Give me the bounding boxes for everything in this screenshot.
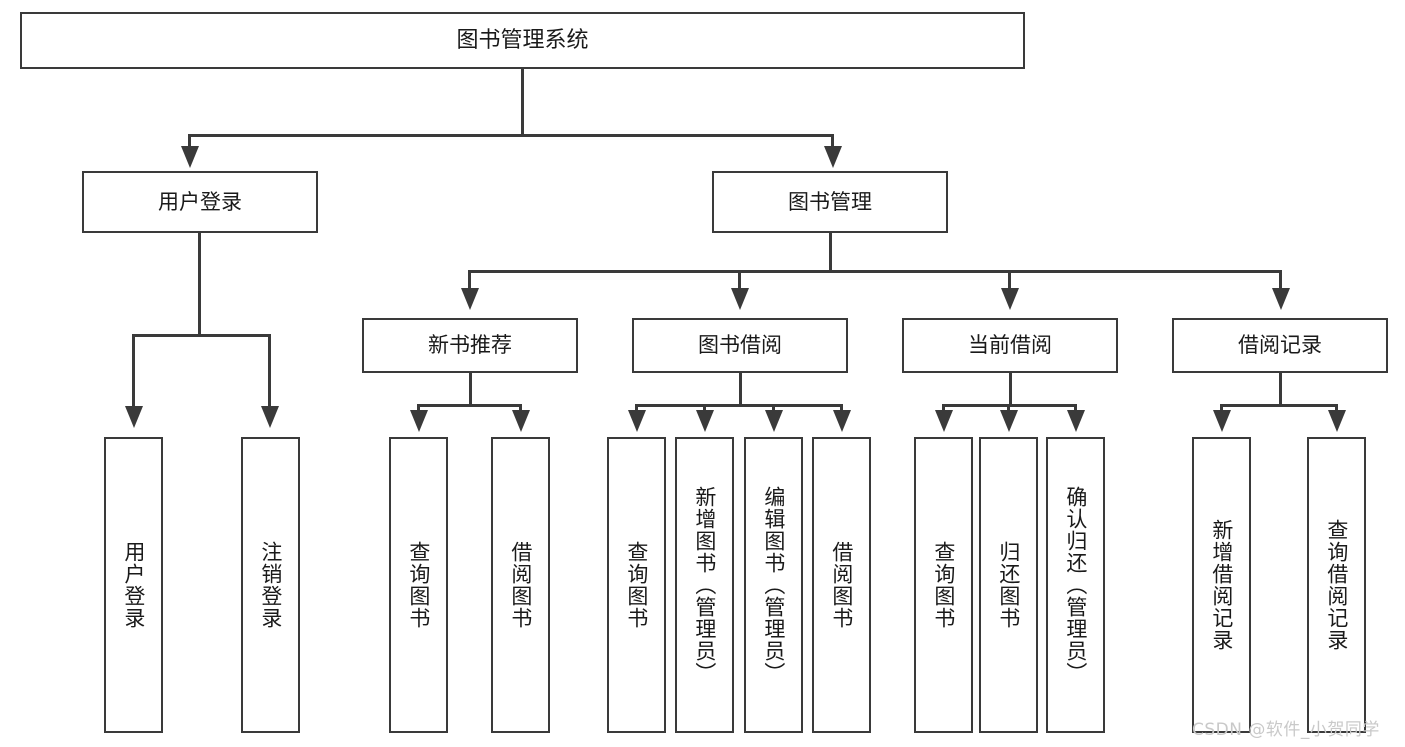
node-new-book-recommendation[interactable]: 新书推荐 <box>362 318 578 373</box>
node-user-login[interactable]: 用户登录 <box>82 171 318 233</box>
connector-book-borrow-drop-3 <box>772 404 775 412</box>
connector-new-book-drop-1 <box>417 404 420 412</box>
node-label: 注销登录 <box>258 541 283 629</box>
arrowhead-leaf-edit-book <box>765 410 783 432</box>
connector-user-login-drop-1 <box>132 334 135 408</box>
arrowhead-leaf-query-record <box>1328 410 1346 432</box>
leaf-query-book-borrow[interactable]: 查询图书 <box>607 437 666 733</box>
node-book-borrowing[interactable]: 图书借阅 <box>632 318 848 373</box>
connector-book-borrow-stem <box>739 373 742 406</box>
node-label: 新增借阅记录 <box>1209 519 1234 651</box>
connector-current-borrow-stem <box>1009 373 1012 406</box>
arrowhead-leaf-logout <box>261 406 279 428</box>
node-label: 借阅图书 <box>508 541 533 629</box>
connector-user-login-stem <box>198 233 201 336</box>
node-label: 新书推荐 <box>428 333 512 358</box>
connector-root-stem <box>521 69 524 136</box>
leaf-borrow-book-new[interactable]: 借阅图书 <box>491 437 550 733</box>
leaf-query-book-new[interactable]: 查询图书 <box>389 437 448 733</box>
node-label: 图书管理 <box>788 189 872 214</box>
arrowhead-leaf-confirm-return <box>1067 410 1085 432</box>
node-label: 查询图书 <box>931 541 956 629</box>
arrowhead-leaf-add-book <box>696 410 714 432</box>
arrowhead-current-borrow <box>1001 288 1019 310</box>
node-root-system[interactable]: 图书管理系统 <box>20 12 1025 69</box>
node-label: 确认归还（管理员） <box>1063 486 1088 684</box>
arrowhead-book-mgmt <box>824 146 842 168</box>
node-label: 新增图书（管理员） <box>692 486 717 684</box>
leaf-edit-book-admin[interactable]: 编辑图书（管理员） <box>744 437 803 733</box>
leaf-query-borrow-record[interactable]: 查询借阅记录 <box>1307 437 1366 733</box>
leaf-query-book-current[interactable]: 查询图书 <box>914 437 973 733</box>
connector-book-mgmt-drop-4 <box>1279 270 1282 290</box>
connector-book-borrow-drop-1 <box>635 404 638 412</box>
arrowhead-borrow-record <box>1272 288 1290 310</box>
arrowhead-leaf-borrow-book-2 <box>833 410 851 432</box>
node-label: 借阅记录 <box>1238 333 1322 358</box>
arrowhead-leaf-query-book-3 <box>935 410 953 432</box>
leaf-borrow-book[interactable]: 借阅图书 <box>812 437 871 733</box>
arrowhead-leaf-query-book-2 <box>628 410 646 432</box>
node-label: 用户登录 <box>158 189 242 214</box>
connector-book-mgmt-drop-2 <box>738 270 741 290</box>
leaf-logout[interactable]: 注销登录 <box>241 437 300 733</box>
arrowhead-leaf-query-book-1 <box>410 410 428 432</box>
connector-current-borrow-drop-1 <box>942 404 945 412</box>
node-label: 图书管理系统 <box>456 27 589 53</box>
leaf-add-book-admin[interactable]: 新增图书（管理员） <box>675 437 734 733</box>
connector-book-mgmt-bus <box>468 270 1282 273</box>
node-label: 归还图书 <box>996 541 1021 629</box>
connector-root-bus <box>188 134 834 137</box>
arrowhead-leaf-user-login <box>125 406 143 428</box>
connector-user-login-drop-2 <box>268 334 271 408</box>
node-current-borrowing[interactable]: 当前借阅 <box>902 318 1118 373</box>
connector-book-mgmt-stem <box>829 233 832 272</box>
node-book-management[interactable]: 图书管理 <box>712 171 948 233</box>
leaf-add-borrow-record[interactable]: 新增借阅记录 <box>1192 437 1251 733</box>
node-label: 当前借阅 <box>968 333 1052 358</box>
connector-book-borrow-drop-4 <box>840 404 843 412</box>
leaf-return-book[interactable]: 归还图书 <box>979 437 1038 733</box>
node-label: 查询借阅记录 <box>1324 519 1349 651</box>
arrowhead-leaf-add-record <box>1213 410 1231 432</box>
connector-user-login-bus <box>132 334 270 337</box>
connector-new-book-stem <box>469 373 472 406</box>
node-label: 查询图书 <box>406 541 431 629</box>
connector-root-to-book-mgmt <box>831 134 834 148</box>
node-label: 图书借阅 <box>698 333 782 358</box>
connector-book-mgmt-drop-3 <box>1008 270 1011 290</box>
connector-current-borrow-drop-2 <box>1007 404 1010 412</box>
connector-current-borrow-drop-3 <box>1074 404 1077 412</box>
connector-root-to-user-login <box>188 134 191 148</box>
connector-book-borrow-bus <box>635 404 842 407</box>
arrowhead-leaf-borrow-book-1 <box>512 410 530 432</box>
arrowhead-new-book-rec <box>461 288 479 310</box>
connector-new-book-bus <box>417 404 522 407</box>
connector-borrow-record-drop-1 <box>1220 404 1223 412</box>
node-label: 查询图书 <box>624 541 649 629</box>
leaf-user-login[interactable]: 用户登录 <box>104 437 163 733</box>
connector-borrow-record-drop-2 <box>1335 404 1338 412</box>
leaf-confirm-return-admin[interactable]: 确认归还（管理员） <box>1046 437 1105 733</box>
connector-book-mgmt-drop-1 <box>468 270 471 290</box>
connector-borrow-record-stem <box>1279 373 1282 406</box>
connector-book-borrow-drop-2 <box>703 404 706 412</box>
connector-borrow-record-bus <box>1220 404 1338 407</box>
node-label: 用户登录 <box>121 541 146 629</box>
connector-new-book-drop-2 <box>519 404 522 412</box>
node-label: 编辑图书（管理员） <box>761 486 786 684</box>
arrowhead-book-borrow <box>731 288 749 310</box>
node-borrow-records[interactable]: 借阅记录 <box>1172 318 1388 373</box>
node-label: 借阅图书 <box>829 541 854 629</box>
arrowhead-leaf-return-book <box>1000 410 1018 432</box>
arrowhead-user-login <box>181 146 199 168</box>
